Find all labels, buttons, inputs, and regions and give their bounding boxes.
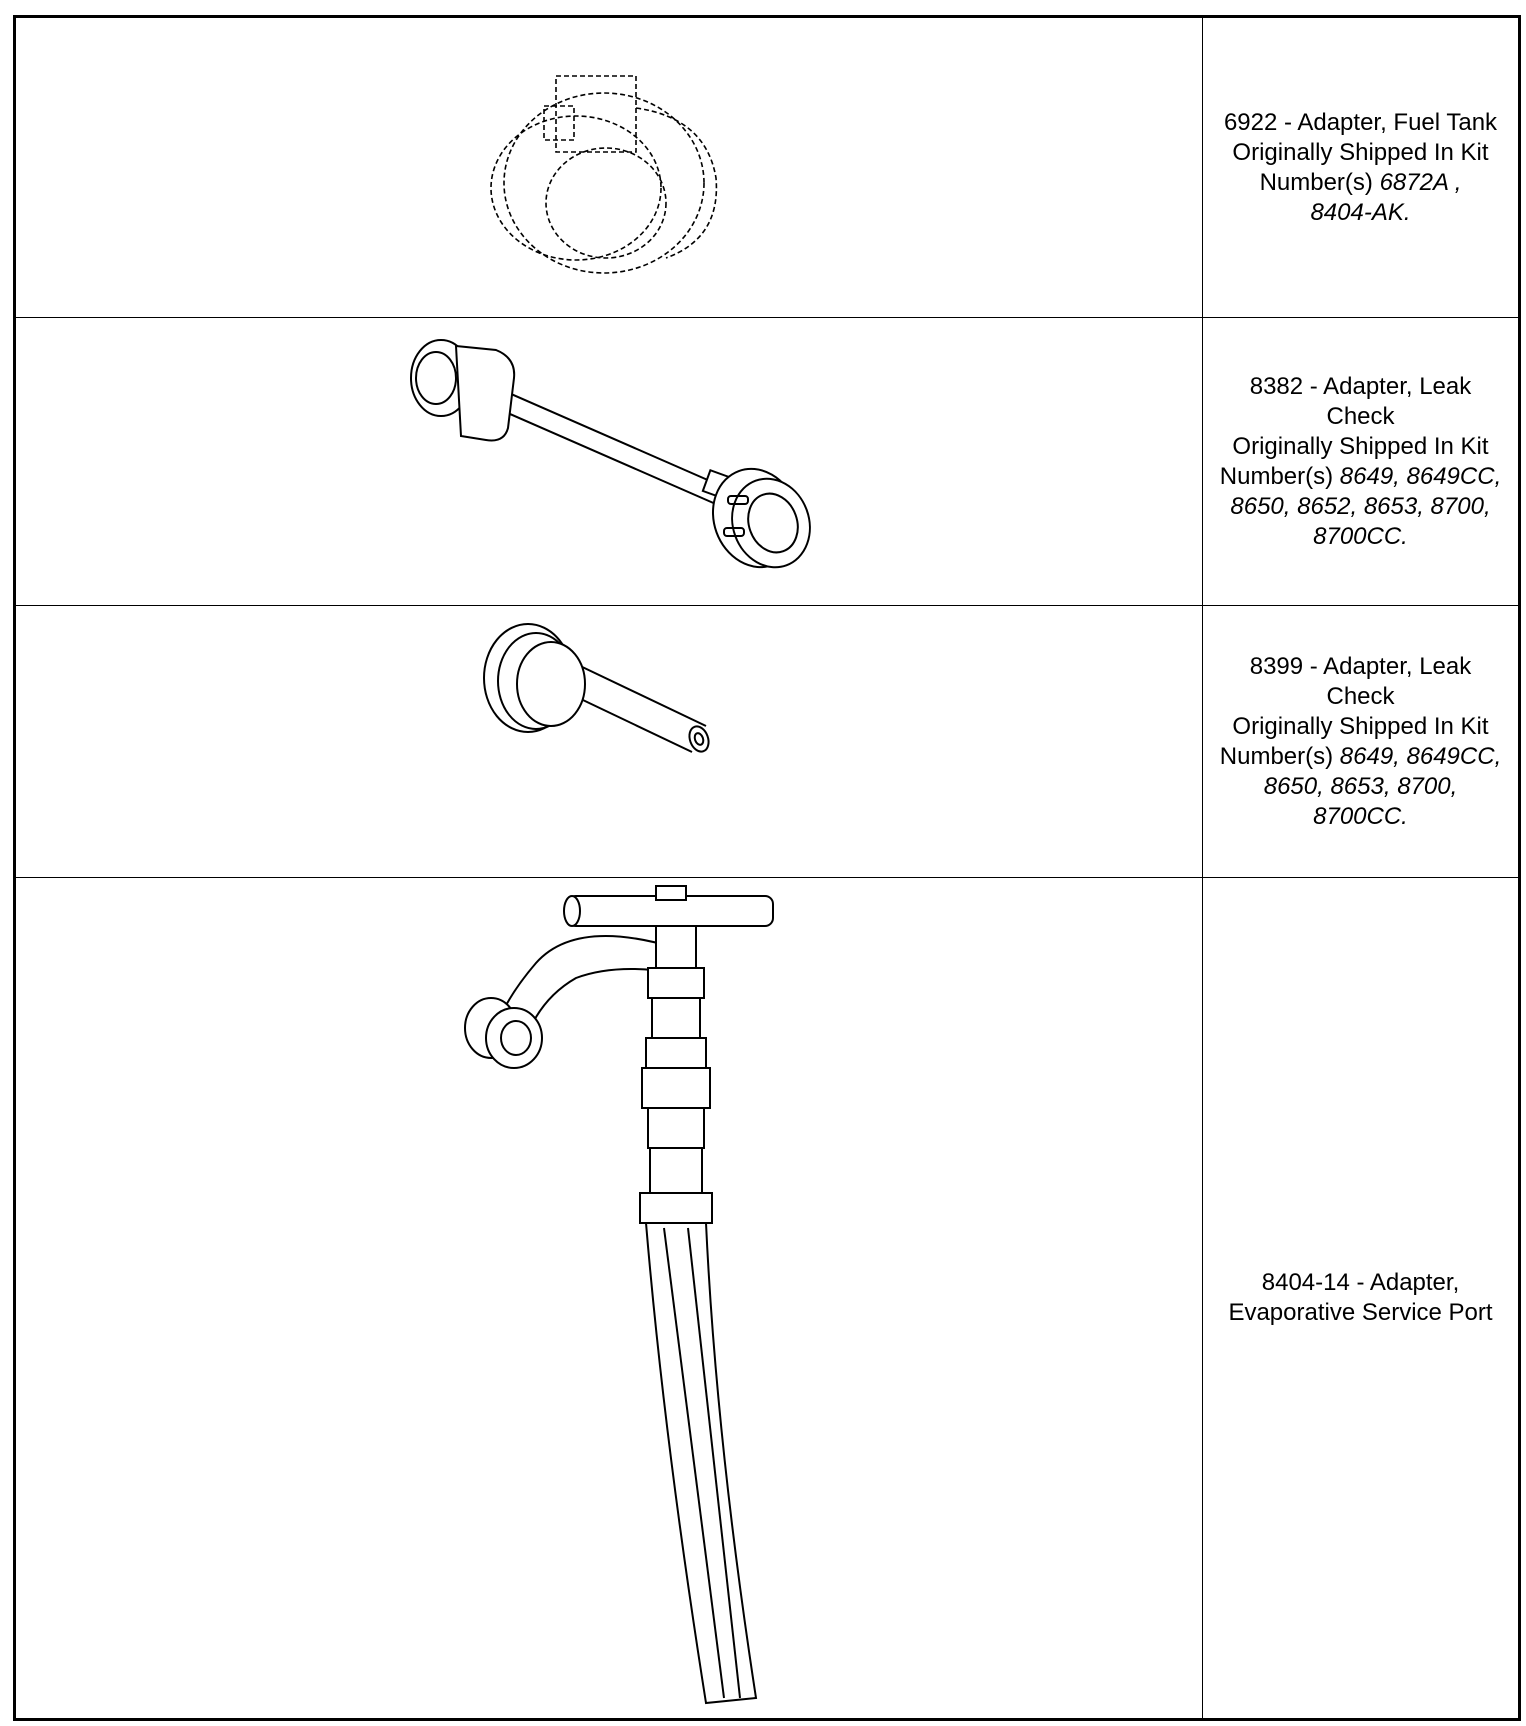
fuel-tank-adapter-illustration (490, 75, 718, 274)
kit-numbers: 8650, 8652, 8653, 8700, (1230, 492, 1491, 520)
tool-description: 6922 - Adapter, Fuel Tank Originally Shi… (1224, 108, 1497, 228)
tool-description: 8382 - Adapter, Leak Check Originally Sh… (1220, 372, 1501, 552)
tool-name-cont: Check (1326, 402, 1395, 430)
kit-numbers: 8649, 8649CC, (1339, 742, 1502, 770)
tool-number-name: 6922 - Adapter, Fuel Tank (1223, 108, 1498, 136)
image-cell (16, 18, 1203, 317)
tool-table: 6922 - Adapter, Fuel Tank Originally Shi… (13, 15, 1521, 1721)
kit-numbers: 8700CC. (1313, 802, 1408, 830)
description-cell: 8404-14 - Adapter, Evaporative Service P… (1203, 878, 1518, 1718)
kit-numbers-label: Number(s) (1259, 168, 1380, 196)
description-cell: 8382 - Adapter, Leak Check Originally Sh… (1203, 318, 1518, 605)
tool-name-cont: Evaporative Service Port (1228, 1299, 1493, 1326)
tool-number-name: 8382 - Adapter, Leak (1249, 372, 1472, 400)
table-row: 8382 - Adapter, Leak Check Originally Sh… (16, 318, 1518, 606)
table-row: 8404-14 - Adapter, Evaporative Service P… (16, 878, 1518, 1718)
kit-numbers: 8649, 8649CC, (1339, 462, 1502, 490)
shipped-label: Originally Shipped In Kit (1232, 712, 1489, 740)
table-row: 8399 - Adapter, Leak Check Originally Sh… (16, 606, 1518, 878)
shipped-label: Originally Shipped In Kit (1232, 138, 1489, 166)
description-cell: 8399 - Adapter, Leak Check Originally Sh… (1203, 606, 1518, 877)
evap-service-port-adapter-illustration (464, 885, 774, 1705)
image-cell (16, 318, 1203, 605)
leak-check-adapter-8399-illustration (483, 623, 710, 753)
kit-numbers: 8700CC. (1313, 522, 1408, 550)
tool-number-name: 8399 - Adapter, Leak (1249, 652, 1472, 680)
kit-numbers: 6872A , (1379, 168, 1462, 196)
leak-check-adapter-8382-illustration (410, 339, 811, 569)
shipped-label: Originally Shipped In Kit (1232, 432, 1489, 460)
image-cell (16, 878, 1203, 1718)
tool-description: 8404-14 - Adapter, Evaporative Service P… (1228, 1268, 1492, 1328)
table-row: 6922 - Adapter, Fuel Tank Originally Shi… (16, 18, 1518, 318)
kit-numbers-label: Number(s) (1219, 462, 1340, 490)
description-cell: 6922 - Adapter, Fuel Tank Originally Shi… (1203, 18, 1518, 317)
tool-name-cont: Check (1326, 682, 1395, 710)
tool-number-name: 8404-14 - Adapter, (1261, 1269, 1460, 1296)
kit-numbers-label: Number(s) (1219, 742, 1340, 770)
image-cell (16, 606, 1203, 877)
kit-numbers: 8404-AK. (1310, 198, 1411, 226)
kit-numbers: 8650, 8653, 8700, (1263, 772, 1458, 800)
tool-description: 8399 - Adapter, Leak Check Originally Sh… (1220, 652, 1501, 832)
